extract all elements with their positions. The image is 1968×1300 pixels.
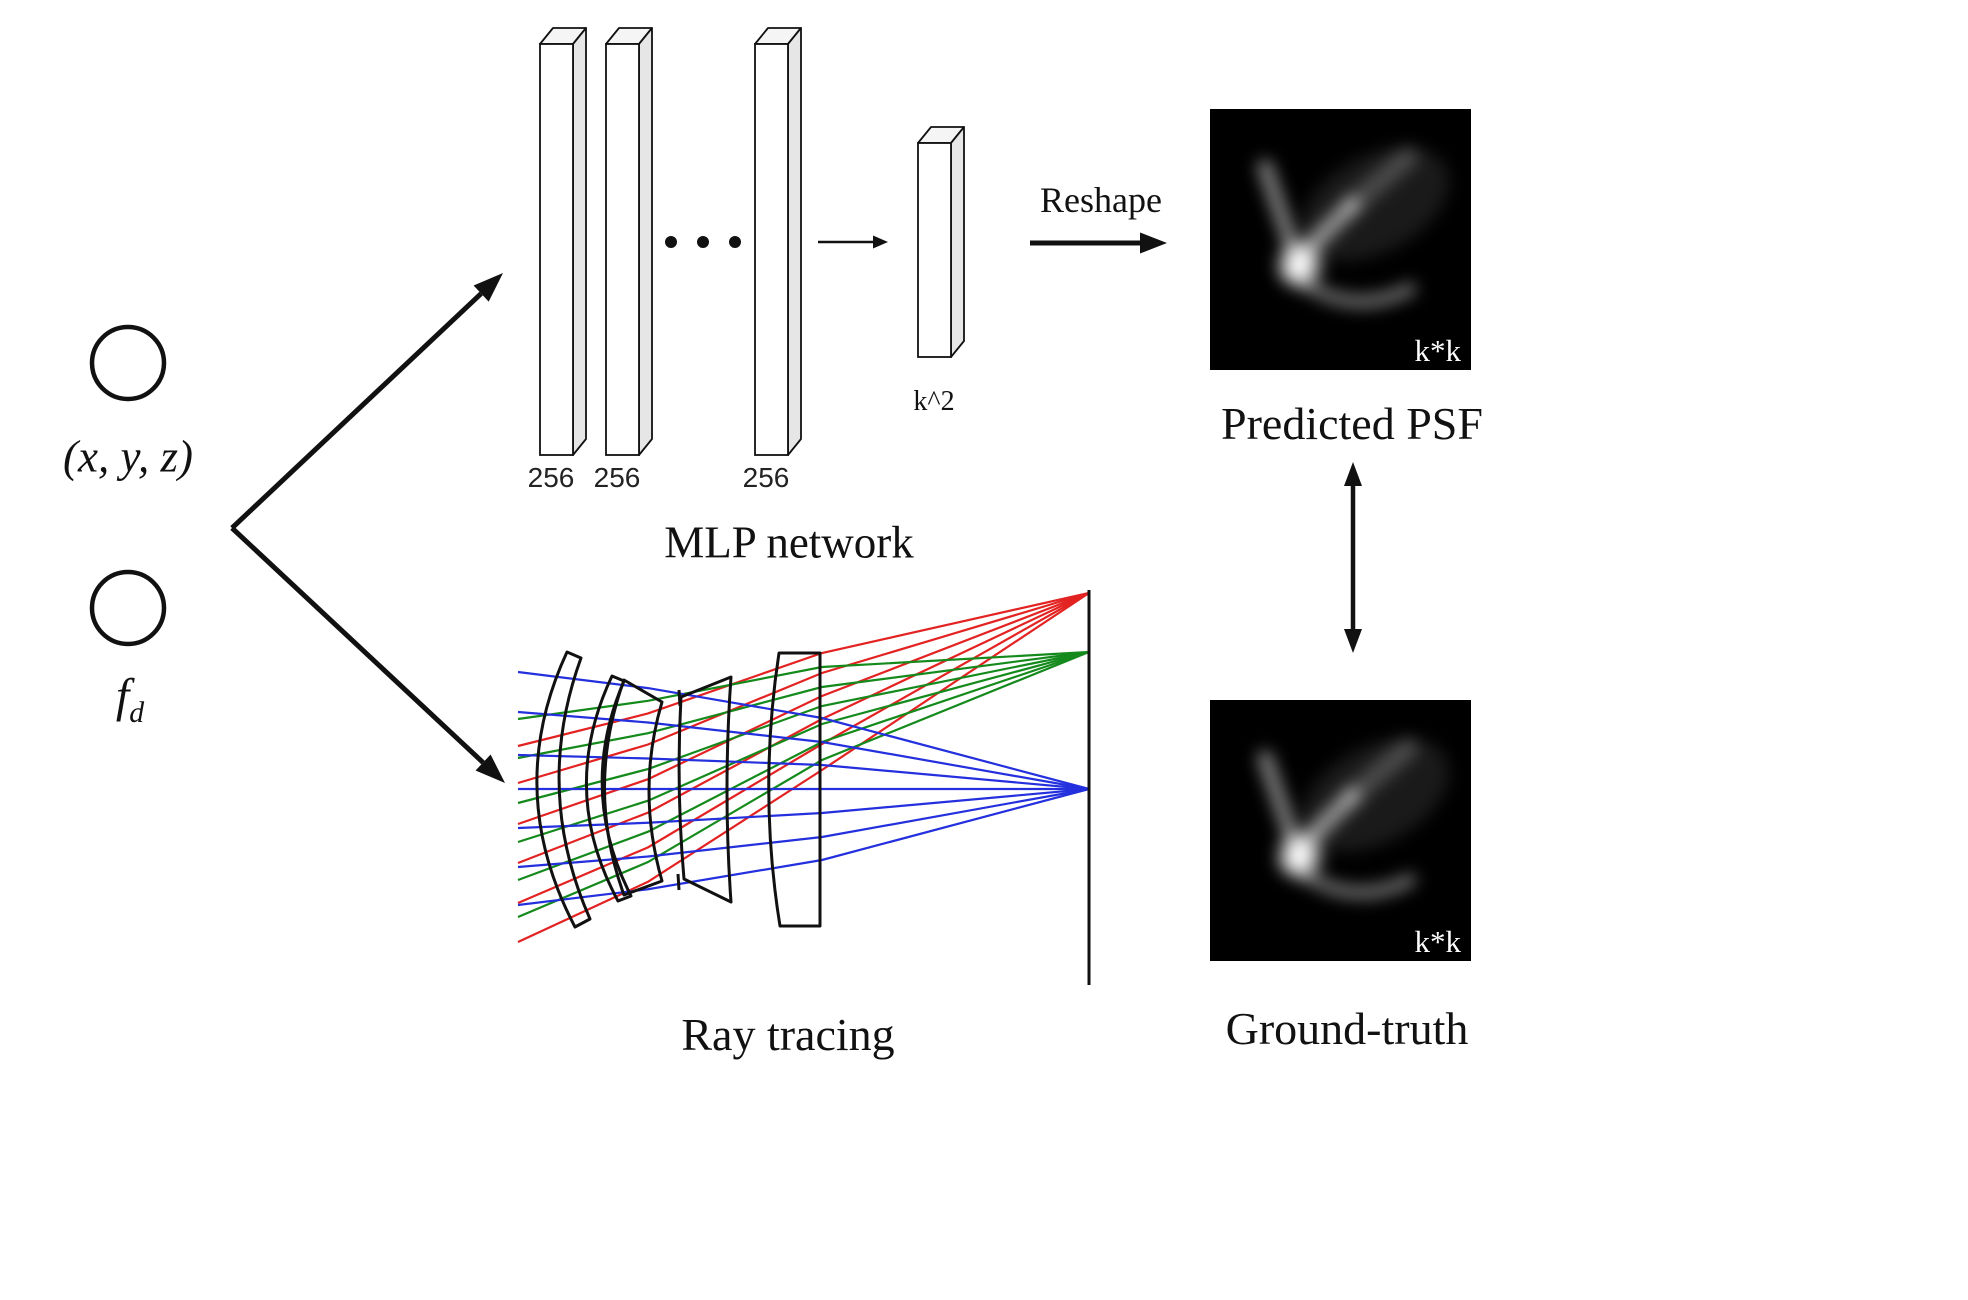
comparison-double-arrow <box>1344 462 1362 653</box>
input-coordinates-label: (x, y, z) <box>63 431 193 482</box>
kernel-size-badge: k*k <box>1414 333 1462 368</box>
ray-tracing-title: Ray tracing <box>681 1009 895 1060</box>
blue-axial-bundle <box>517 670 1090 907</box>
psf-render <box>1210 109 1471 370</box>
ground-truth-title: Ground-truth <box>1225 1003 1469 1054</box>
focal-subscript: d <box>129 695 145 729</box>
mlp-layer-bars <box>539 27 802 456</box>
ground-truth-psf-image: k*k <box>1210 700 1471 961</box>
ellipsis-dots-icon <box>665 236 741 248</box>
input-node-fd-circle <box>89 569 167 647</box>
lens-elements <box>535 650 822 929</box>
reshape-label: Reshape <box>1040 180 1162 220</box>
predicted-psf-title: Predicted PSF <box>1221 398 1483 449</box>
layer-size-label-3: 256 <box>742 462 790 493</box>
input-focal-distance-label: fd <box>116 672 144 727</box>
mlp-output-bar <box>917 126 965 358</box>
input-node-xyz-circle <box>89 324 167 402</box>
kernel-size-badge: k*k <box>1414 924 1462 959</box>
mlp-network-title: MLP network <box>664 517 914 568</box>
ray-bundles <box>517 591 1090 943</box>
psf-render <box>1210 700 1471 961</box>
reshape-arrow <box>1030 232 1167 254</box>
layer-size-label-2: 256 <box>593 462 641 493</box>
input-branch-arrows <box>230 273 505 783</box>
focal-symbol: f <box>115 669 130 723</box>
predicted-psf-image: k*k <box>1210 109 1471 370</box>
mlp-output-arrow <box>818 235 888 249</box>
mlp-output-size-label: k^2 <box>913 386 955 417</box>
layer-size-label-1: 256 <box>527 462 575 493</box>
input-nodes <box>89 324 167 647</box>
